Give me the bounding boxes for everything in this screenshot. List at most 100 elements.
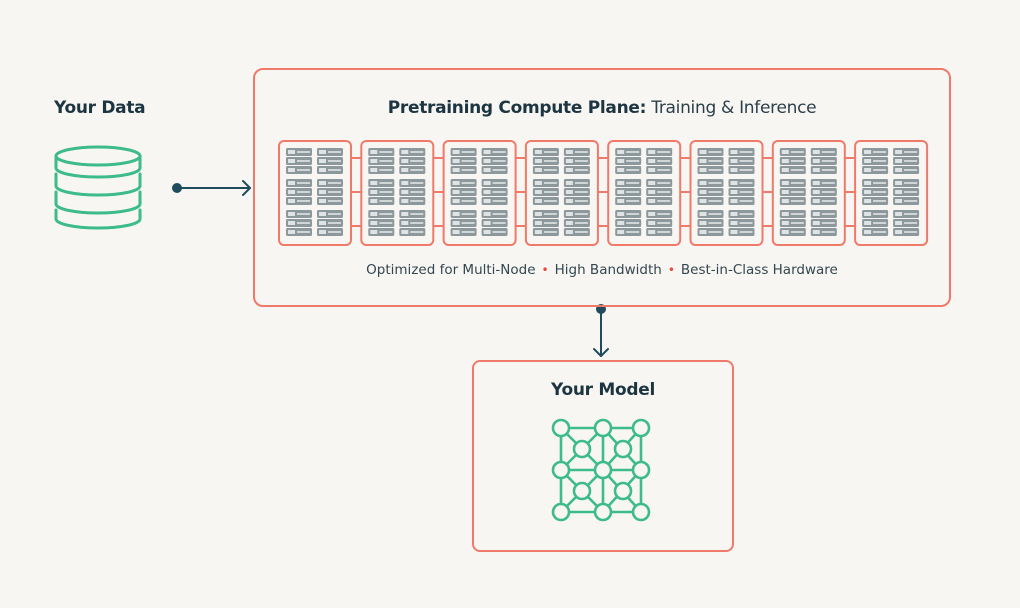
server-unit-label — [565, 150, 573, 154]
server-rack — [697, 210, 724, 236]
server-unit-label — [534, 230, 542, 234]
server-unit-label — [812, 199, 820, 203]
server-rack — [532, 179, 559, 205]
neural-network-icon — [551, 418, 651, 522]
server-rack — [286, 148, 312, 174]
server-unit-label — [370, 190, 378, 194]
server-rack — [317, 148, 343, 174]
server-unit-label — [648, 212, 656, 216]
server-rack — [563, 210, 590, 236]
server-unit-label — [895, 221, 903, 225]
server-unit-label — [483, 181, 491, 185]
server-unit-label — [483, 168, 491, 172]
server-unit-label — [565, 199, 573, 203]
plane-to-model-arrowhead — [593, 348, 609, 357]
compute-node — [524, 140, 599, 246]
compute-node — [360, 140, 435, 246]
server-unit-label — [452, 230, 460, 234]
data-source-title: Your Data — [54, 98, 146, 118]
server-rack — [893, 179, 920, 205]
compute-node — [854, 140, 929, 246]
server-rack — [862, 148, 889, 174]
server-unit-label — [483, 212, 491, 216]
server-unit-label — [401, 212, 409, 216]
server-unit-label — [370, 230, 378, 234]
server-rack — [368, 210, 395, 236]
server-unit-label — [452, 181, 460, 185]
compute-node — [442, 140, 517, 246]
compute-plane-title-bold: Pretraining Compute Plane: — [387, 98, 647, 118]
server-unit-label — [895, 159, 903, 163]
server-unit-label — [895, 168, 903, 172]
server-unit-label — [534, 199, 542, 203]
server-unit-label — [534, 150, 542, 154]
server-unit-label — [648, 181, 656, 185]
server-rack — [450, 179, 477, 205]
server-unit-label — [812, 212, 820, 216]
server-unit-label — [812, 190, 820, 194]
server-unit-label — [812, 168, 820, 172]
server-unit-label — [864, 212, 872, 216]
server-unit-label — [781, 212, 789, 216]
data-arrow-origin-dot — [172, 183, 182, 193]
server-unit-label — [730, 199, 738, 203]
server-unit-label — [483, 199, 491, 203]
server-unit-label — [534, 159, 542, 163]
server-unit-label — [617, 190, 625, 194]
compute-plane-container — [253, 68, 951, 307]
server-unit-label — [864, 159, 872, 163]
server-unit-label — [864, 181, 872, 185]
model-title: Your Model — [551, 380, 655, 400]
server-unit-label — [370, 159, 378, 163]
server-unit-label — [895, 190, 903, 194]
server-unit-label — [370, 150, 378, 154]
server-rack — [862, 179, 889, 205]
model-container — [472, 360, 734, 552]
server-unit-label — [319, 199, 326, 203]
server-unit-label — [565, 221, 573, 225]
server-unit-label — [288, 230, 295, 234]
server-unit-label — [730, 221, 738, 225]
caption-separator: • — [667, 263, 675, 277]
server-unit-label — [617, 159, 625, 163]
server-unit-label — [288, 199, 295, 203]
compute-plane-title-light: Training & Inference — [651, 98, 817, 118]
server-unit-label — [730, 168, 738, 172]
server-rack — [450, 210, 477, 236]
server-unit-label — [895, 181, 903, 185]
server-rack — [399, 210, 426, 236]
server-unit-label — [812, 150, 820, 154]
server-rack — [779, 210, 806, 236]
compute-node — [607, 140, 682, 246]
server-rack — [779, 148, 806, 174]
server-unit-label — [401, 190, 409, 194]
server-rack — [779, 179, 806, 205]
server-rack — [532, 210, 559, 236]
server-unit-label — [781, 190, 789, 194]
server-rack — [697, 148, 724, 174]
server-unit-label — [483, 221, 491, 225]
server-unit-label — [401, 181, 409, 185]
server-unit-label — [699, 159, 707, 163]
server-rack — [399, 148, 426, 174]
server-unit-label — [699, 221, 707, 225]
server-rack — [615, 148, 642, 174]
server-rack — [893, 210, 920, 236]
server-rack — [399, 179, 426, 205]
server-unit-label — [483, 159, 491, 163]
server-unit-label — [648, 199, 656, 203]
server-unit-label — [452, 168, 460, 172]
server-unit-label — [370, 212, 378, 216]
server-unit-label — [895, 199, 903, 203]
server-unit-label — [781, 150, 789, 154]
server-rack — [810, 210, 837, 236]
caption-bandwidth: High Bandwidth — [554, 262, 662, 278]
server-unit-label — [565, 212, 573, 216]
server-unit-label — [319, 168, 326, 172]
server-rack — [893, 148, 920, 174]
server-unit-label — [370, 181, 378, 185]
server-unit-label — [895, 150, 903, 154]
server-unit-label — [401, 150, 409, 154]
server-unit-label — [288, 168, 295, 172]
server-unit-label — [812, 221, 820, 225]
